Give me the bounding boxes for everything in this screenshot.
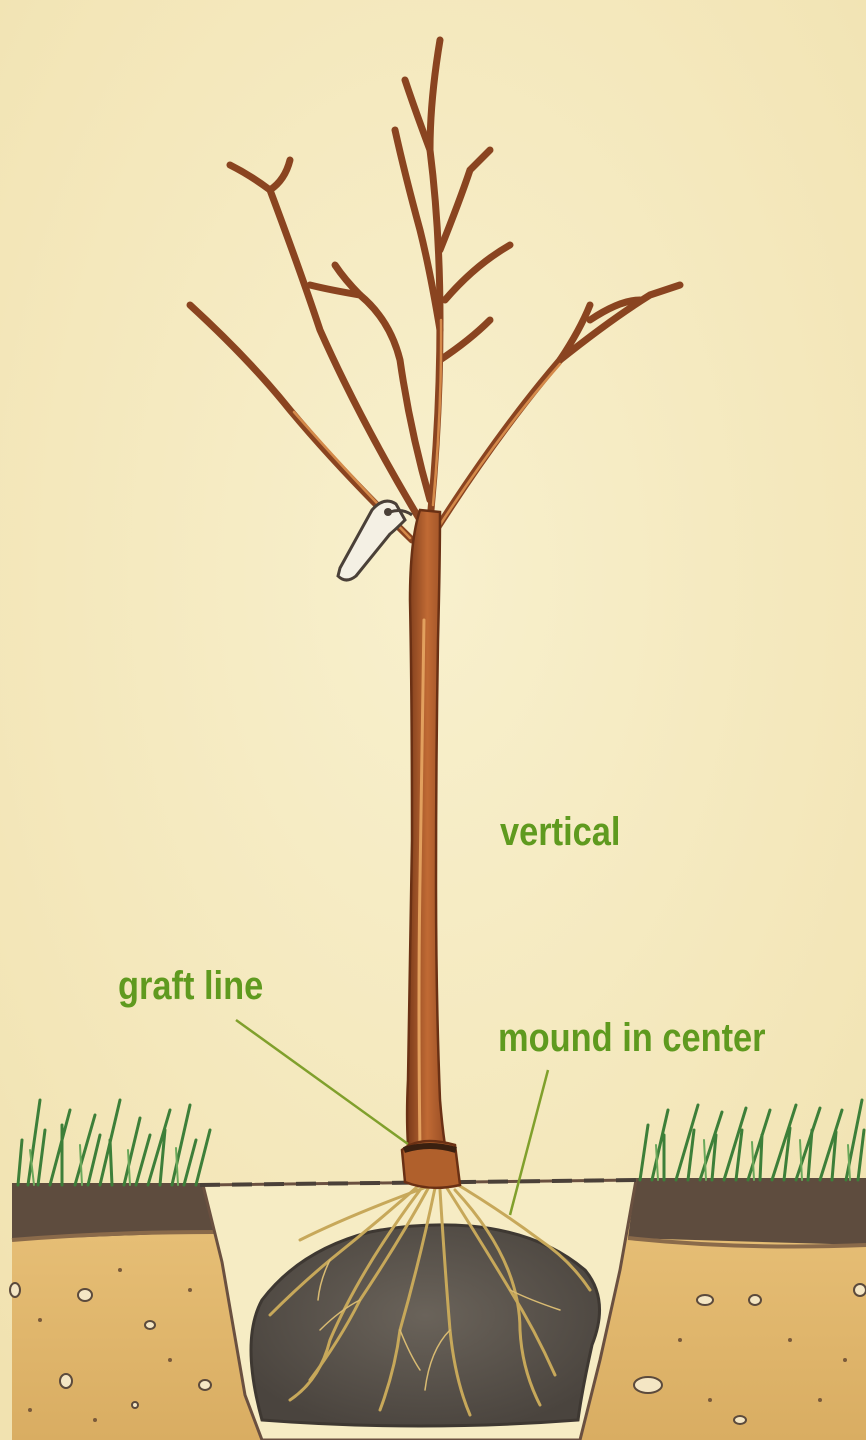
label-graft-line: graft line <box>118 966 263 1006</box>
graft-union <box>402 1141 460 1188</box>
label-vertical: vertical <box>500 812 620 852</box>
label-mound-in-center: mound in center <box>498 1018 766 1058</box>
